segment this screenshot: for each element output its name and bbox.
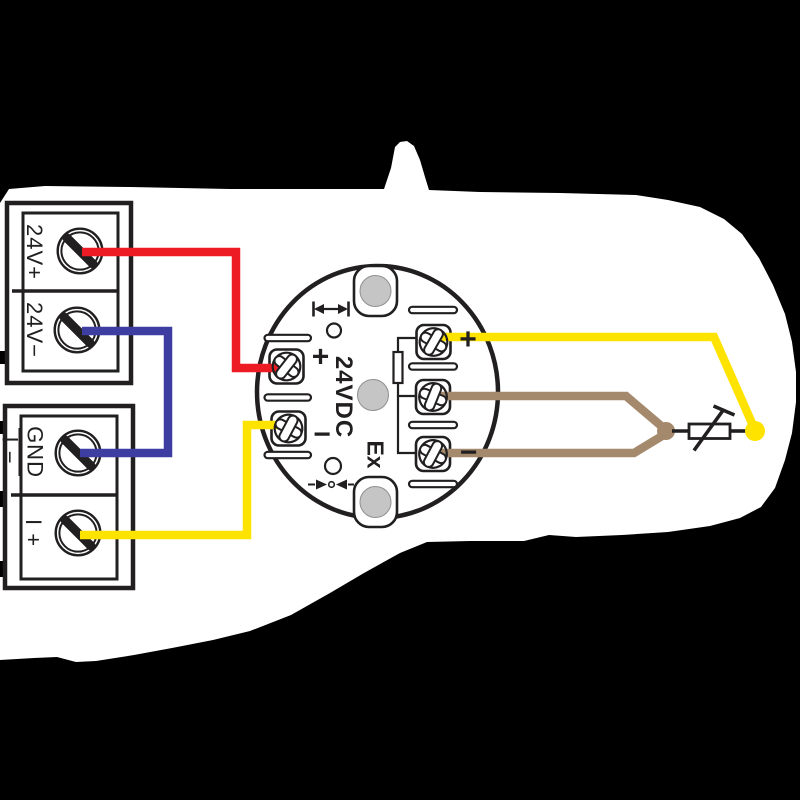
span-adjust-icon [312, 301, 350, 317]
wires [80, 247, 759, 540]
trimmer-hole-top-icon [325, 322, 343, 339]
sensor-element [657, 404, 765, 452]
sensor-input-bracket [392, 336, 417, 455]
mounting-hole-bottom [352, 475, 399, 529]
wire-red-24v-plus [82, 247, 288, 373]
label-supply-24vdc: 24VDC [330, 356, 357, 438]
label-right-plus: + [459, 323, 477, 356]
labels: 24V+ 24V− GND I − I + 24VDC Ex + − + − [0, 224, 477, 547]
label-i-minus: I − [0, 436, 23, 464]
wire-yellow-current-loop [80, 420, 290, 540]
io-block-inner-frame [19, 414, 119, 581]
resistor-adjust-bar [712, 404, 736, 417]
wire-clamp-bars [263, 305, 459, 489]
label-gnd: GND [23, 426, 48, 478]
label-24v-plus: 24V+ [22, 224, 47, 280]
power-terminal-block [4, 200, 134, 386]
panel-edge-marks [0, 351, 5, 577]
zero-adjust-icon [308, 479, 354, 490]
yellow-junction-dot [745, 421, 765, 441]
resistor-adjust-arrow [692, 407, 726, 452]
label-24v-minus: 24V− [22, 302, 47, 358]
io-terminal-block [2, 403, 136, 591]
wire-blue-24v-minus-gnd [80, 326, 173, 458]
label-right-minus: − [460, 436, 478, 469]
wire-brown-sensor-upper [433, 391, 669, 434]
trimmer-hole-bottom-icon [323, 456, 343, 476]
brown-junction-dot [657, 422, 675, 440]
label-ex-marking: Ex [363, 440, 389, 468]
label-left-minus: − [313, 418, 331, 451]
label-i-plus: I + [21, 519, 46, 547]
internal-resistor-icon [392, 350, 404, 385]
power-block-outer-frame [4, 200, 134, 386]
wire-brown-sensor-lower [433, 429, 670, 458]
center-pad [357, 379, 389, 411]
mounting-hole-top [352, 264, 399, 318]
label-left-plus: + [312, 341, 330, 374]
wire-yellow-sensor [433, 332, 759, 432]
